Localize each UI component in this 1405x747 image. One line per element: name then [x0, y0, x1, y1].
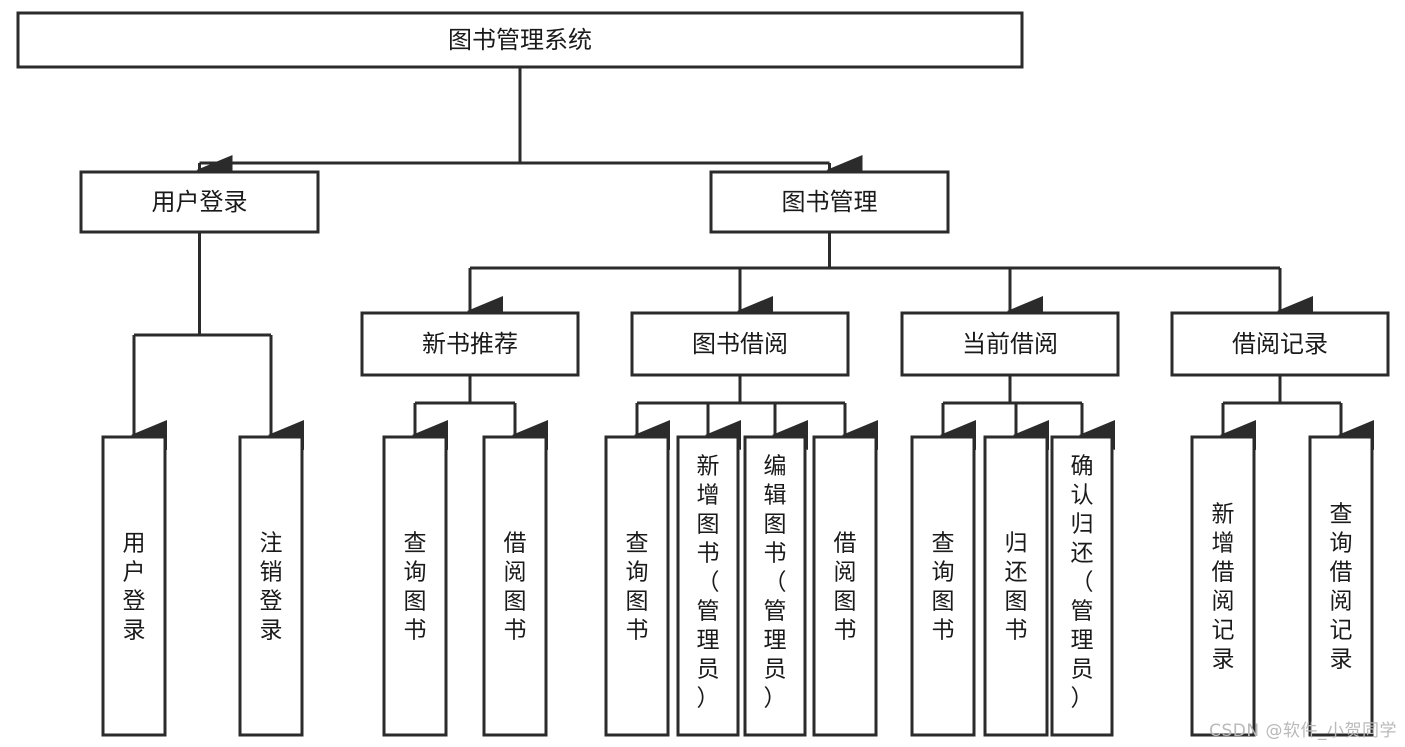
- node-label-new-book-rec: 新书推荐: [422, 330, 518, 358]
- node-label-leaf-borrow-book: 借阅图书: [834, 531, 857, 644]
- node-label-current-borrow: 当前借阅: [962, 330, 1058, 358]
- node-label-leaf-borrow-book-rec: 借阅图书: [504, 531, 527, 644]
- node-box-leaf-query-book-cur: [910, 435, 976, 737]
- node-layer: 图书管理系统用户登录图书管理新书推荐图书借阅当前借阅借阅记录用户登录注销登录查询…: [16, 11, 1390, 737]
- node-leaf-add-borrow-record[interactable]: 新增借阅记录: [1190, 435, 1256, 737]
- node-box-book-borrow: [630, 311, 850, 377]
- node-label-borrow-record: 借阅记录: [1232, 330, 1328, 358]
- node-current-borrow[interactable]: 当前借阅: [900, 311, 1120, 377]
- node-box-borrow-record: [1170, 311, 1390, 377]
- node-leaf-edit-book-admin[interactable]: 编辑图书（管理员）: [743, 435, 807, 737]
- node-leaf-query-book-borrow[interactable]: 查询图书: [604, 435, 670, 737]
- node-box-root: [16, 11, 1024, 69]
- node-leaf-confirm-return-admin[interactable]: 确认归还（管理员）: [1050, 435, 1114, 737]
- node-label-user-login: 用户登录: [152, 188, 248, 216]
- node-box-leaf-user-login: [101, 435, 167, 737]
- node-label-leaf-add-borrow-record: 新增借阅记录: [1212, 502, 1235, 673]
- node-borrow-record[interactable]: 借阅记录: [1170, 311, 1390, 377]
- node-box-user-login: [79, 170, 320, 234]
- node-leaf-borrow-book[interactable]: 借阅图书: [812, 435, 878, 737]
- node-leaf-logout[interactable]: 注销登录: [238, 435, 304, 737]
- node-user-login[interactable]: 用户登录: [79, 170, 320, 234]
- node-box-leaf-return-book: [983, 435, 1049, 737]
- node-label-leaf-return-book: 归还图书: [1005, 531, 1028, 644]
- node-leaf-query-book-rec[interactable]: 查询图书: [382, 435, 448, 737]
- node-box-leaf-add-book-admin: [676, 435, 740, 737]
- node-leaf-user-login[interactable]: 用户登录: [101, 435, 167, 737]
- node-label-book-manage: 图书管理: [782, 188, 878, 216]
- node-leaf-borrow-book-rec[interactable]: 借阅图书: [482, 435, 548, 737]
- node-box-leaf-query-book-borrow: [604, 435, 670, 737]
- node-box-leaf-add-borrow-record: [1190, 435, 1256, 737]
- node-root[interactable]: 图书管理系统: [16, 11, 1024, 69]
- node-label-leaf-confirm-return-admin: 确认归还（管理员）: [1071, 454, 1094, 712]
- watermark: CSDN @软件_小贺同学: [1209, 721, 1397, 741]
- node-box-leaf-borrow-book: [812, 435, 878, 737]
- node-label-root: 图书管理系统: [448, 26, 592, 54]
- node-box-leaf-edit-book-admin: [743, 435, 807, 737]
- node-book-manage[interactable]: 图书管理: [709, 170, 950, 234]
- node-leaf-add-book-admin[interactable]: 新增图书（管理员）: [676, 435, 740, 737]
- node-label-book-borrow: 图书借阅: [692, 330, 788, 358]
- node-leaf-query-book-cur[interactable]: 查询图书: [910, 435, 976, 737]
- node-box-leaf-borrow-book-rec: [482, 435, 548, 737]
- node-leaf-return-book[interactable]: 归还图书: [983, 435, 1049, 737]
- node-box-new-book-rec: [360, 311, 580, 377]
- connector-layer: [131, 67, 1374, 450]
- node-label-leaf-query-borrow-record: 查询借阅记录: [1330, 502, 1353, 673]
- node-new-book-rec[interactable]: 新书推荐: [360, 311, 580, 377]
- node-label-leaf-query-book-cur: 查询图书: [932, 531, 955, 644]
- node-box-book-manage: [709, 170, 950, 234]
- node-book-borrow[interactable]: 图书借阅: [630, 311, 850, 377]
- node-label-leaf-query-book-borrow: 查询图书: [626, 531, 649, 644]
- node-box-leaf-confirm-return-admin: [1050, 435, 1114, 737]
- node-label-leaf-user-login: 用户登录: [123, 531, 146, 644]
- node-leaf-query-borrow-record[interactable]: 查询借阅记录: [1308, 435, 1374, 737]
- node-box-leaf-query-book-rec: [382, 435, 448, 737]
- node-label-leaf-logout: 注销登录: [260, 531, 283, 644]
- node-label-leaf-add-book-admin: 新增图书（管理员）: [697, 454, 720, 712]
- node-box-leaf-logout: [238, 435, 304, 737]
- node-label-leaf-query-book-rec: 查询图书: [404, 531, 427, 644]
- node-box-current-borrow: [900, 311, 1120, 377]
- node-box-leaf-query-borrow-record: [1308, 435, 1374, 737]
- node-label-leaf-edit-book-admin: 编辑图书（管理员）: [764, 454, 787, 712]
